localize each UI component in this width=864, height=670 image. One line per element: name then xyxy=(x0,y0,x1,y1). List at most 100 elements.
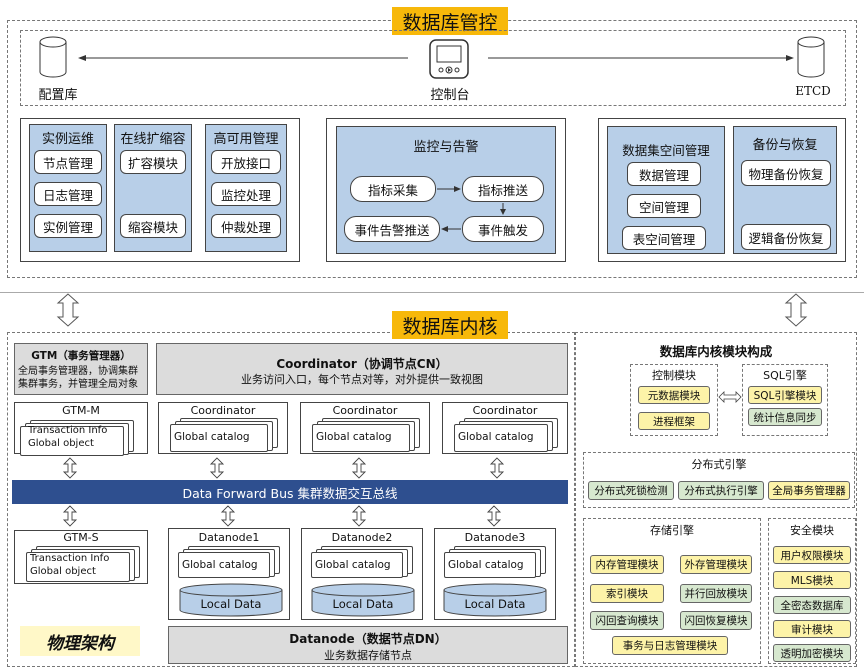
control-module-title: 控制模块 xyxy=(652,369,696,382)
coord3-catalog: Global catalog xyxy=(458,431,534,443)
instance-ops-title: 实例运维 xyxy=(41,132,94,147)
coord3-stack-front xyxy=(454,424,548,452)
control-sql-arrow xyxy=(718,391,742,403)
dn1-stack-front xyxy=(178,552,270,578)
metadata-module[interactable]: 元数据模块 xyxy=(638,386,710,404)
data-forward-bus: Data Forward Bus 集群数据交互总线 xyxy=(12,480,568,504)
space-mgmt-box[interactable]: 空间管理 xyxy=(627,194,701,218)
gtm-s-txn: Transaction Info xyxy=(30,553,110,564)
ha-title: 高可用管理 xyxy=(213,132,279,147)
coordinator-node-1-label: Coordinator xyxy=(190,404,256,417)
ops-group-left xyxy=(20,118,300,262)
monitor-title: 监控与告警 xyxy=(413,140,479,155)
dn3-catalog: Global catalog xyxy=(448,559,524,571)
etcd-label: ETCD xyxy=(795,84,831,98)
stats-sync-module[interactable]: 统计信息同步 xyxy=(748,408,822,426)
disk-mgmt-module[interactable]: 外存管理模块 xyxy=(680,555,752,574)
dn1-catalog: Global catalog xyxy=(182,559,258,571)
txn-log-module[interactable]: 事务与日志管理模块 xyxy=(612,636,728,655)
sql-engine-module[interactable]: SQL引擎模块 xyxy=(748,386,822,404)
dist-deadlock-module[interactable]: 分布式死锁检测 xyxy=(588,481,674,500)
data-mgmt-box[interactable]: 数据管理 xyxy=(627,162,701,186)
global-txn-module[interactable]: 全局事务管理器 xyxy=(768,481,850,500)
event-alert-push-box[interactable]: 事件告警推送 xyxy=(344,216,440,242)
monitor-handle-box[interactable]: 监控处理 xyxy=(211,182,281,206)
layer-link-arrows xyxy=(56,293,808,327)
coordinator-node-2-label: Coordinator xyxy=(332,404,398,417)
coord2-catalog: Global catalog xyxy=(316,431,392,443)
metric-collect-box[interactable]: 指标采集 xyxy=(350,176,436,202)
mls-module[interactable]: MLS模块 xyxy=(773,571,851,589)
flashback-recovery-module[interactable]: 闪回恢复模块 xyxy=(680,611,752,630)
security-title: 安全模块 xyxy=(790,524,834,537)
coord1-stack-front xyxy=(170,424,268,452)
parallel-replay-module[interactable]: 并行回放模块 xyxy=(680,584,752,603)
fully-encrypted-db-module[interactable]: 全密态数据库 xyxy=(773,596,851,614)
control-module-frame xyxy=(630,364,718,436)
dist-engine-frame xyxy=(583,452,855,508)
gtm-desc-1: 全局事务管理器，协调集群 xyxy=(18,366,138,377)
ops-group-middle xyxy=(326,118,566,262)
index-module[interactable]: 索引模块 xyxy=(590,584,664,603)
dataset-title: 数据集空间管理 xyxy=(622,143,710,158)
gtm-m-stack-front xyxy=(20,426,124,456)
gtm-title: GTM（事务管理器） xyxy=(31,350,131,362)
config-db-label: 配置库 xyxy=(38,88,78,103)
event-trigger-box[interactable]: 事件触发 xyxy=(462,216,544,242)
dn1-local-data-cylinder xyxy=(179,583,283,617)
dn3-local-data-cylinder xyxy=(443,583,547,617)
console-row-frame xyxy=(20,30,846,106)
ops-group-right xyxy=(598,118,846,262)
dn3-stack-front xyxy=(444,552,536,578)
user-permission-module[interactable]: 用户权限模块 xyxy=(773,546,851,564)
process-framework-module[interactable]: 进程框架 xyxy=(638,412,710,430)
security-frame xyxy=(768,518,856,664)
tde-module[interactable]: 透明加密模块 xyxy=(773,644,851,662)
audit-module[interactable]: 审计模块 xyxy=(773,620,851,638)
logical-backup-box[interactable]: 逻辑备份恢复 xyxy=(741,224,831,250)
scale-in-box[interactable]: 缩容模块 xyxy=(120,214,186,238)
section-divider xyxy=(0,292,864,293)
console-icon[interactable] xyxy=(428,38,470,80)
scale-out-box[interactable]: 扩容模块 xyxy=(120,150,186,174)
gtm-s-obj: Global object xyxy=(30,566,96,577)
physical-backup-box[interactable]: 物理备份恢复 xyxy=(741,160,831,186)
log-mgmt-box[interactable]: 日志管理 xyxy=(34,182,102,206)
instance-mgmt-box[interactable]: 实例管理 xyxy=(34,214,102,238)
sql-engine-frame xyxy=(742,364,828,436)
kernel-banner: 数据库内核 xyxy=(392,311,508,339)
physical-architecture-label: 物理架构 xyxy=(20,626,140,656)
gtm-s-stack-front xyxy=(26,552,130,582)
coordinator-desc: 业务访问入口，每个节点对等，对外提供一致视图 xyxy=(241,373,483,386)
backup-title: 备份与恢复 xyxy=(752,138,818,153)
coord1-catalog: Global catalog xyxy=(174,431,250,443)
dn3-local-data: Local Data xyxy=(464,597,526,611)
gtm-m-obj: Global object xyxy=(28,438,94,449)
datanode-1-label: Datanode1 xyxy=(198,531,260,544)
arbitration-box[interactable]: 仲裁处理 xyxy=(211,214,281,238)
datanode-3-label: Datanode3 xyxy=(464,531,526,544)
modules-frame xyxy=(575,332,857,667)
datanode-desc: 业务数据存储节点 xyxy=(324,649,412,662)
etcd-icon xyxy=(797,36,825,78)
tablespace-mgmt-box[interactable]: 表空间管理 xyxy=(622,226,706,250)
kernel-frame xyxy=(7,332,575,667)
coordinator-title: Coordinator（协调节点CN） xyxy=(276,357,448,371)
dn2-local-data: Local Data xyxy=(332,597,394,611)
scale-title: 在线扩缩容 xyxy=(120,132,186,147)
metric-push-box[interactable]: 指标推送 xyxy=(462,176,544,202)
storage-engine-title: 存储引擎 xyxy=(650,524,694,537)
dist-engine-title: 分布式引擎 xyxy=(691,458,747,471)
node-mgmt-box[interactable]: 节点管理 xyxy=(34,150,102,174)
gtm-m-label: GTM-M xyxy=(62,404,100,417)
dn2-local-data-cylinder xyxy=(311,583,415,617)
memory-mgmt-module[interactable]: 内存管理模块 xyxy=(590,555,664,574)
flashback-query-module[interactable]: 闪回查询模块 xyxy=(590,611,664,630)
datanode-2-label: Datanode2 xyxy=(331,531,393,544)
dist-exec-module[interactable]: 分布式执行引擎 xyxy=(678,481,764,500)
gtm-info-box xyxy=(14,343,148,395)
dn2-catalog: Global catalog xyxy=(315,559,391,571)
open-api-box[interactable]: 开放接口 xyxy=(211,150,281,174)
coordinator-info-box xyxy=(156,343,568,395)
gtm-m-txn: Transaction Info xyxy=(28,425,108,436)
